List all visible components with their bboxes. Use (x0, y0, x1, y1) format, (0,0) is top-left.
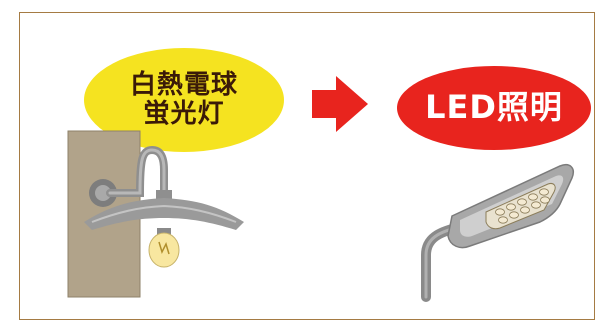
old-lighting-line1: 白熱電球 (129, 69, 238, 100)
led-lighting-bubble: LED照明 (397, 66, 591, 150)
old-lighting-line2: 蛍光灯 (143, 99, 225, 129)
right-arrow-icon (312, 76, 368, 132)
wall-lamp-icon (67, 130, 244, 298)
light-bulb-icon (148, 228, 180, 268)
led-lighting-label: LED照明 (425, 88, 563, 127)
led-street-light-icon (421, 164, 574, 302)
